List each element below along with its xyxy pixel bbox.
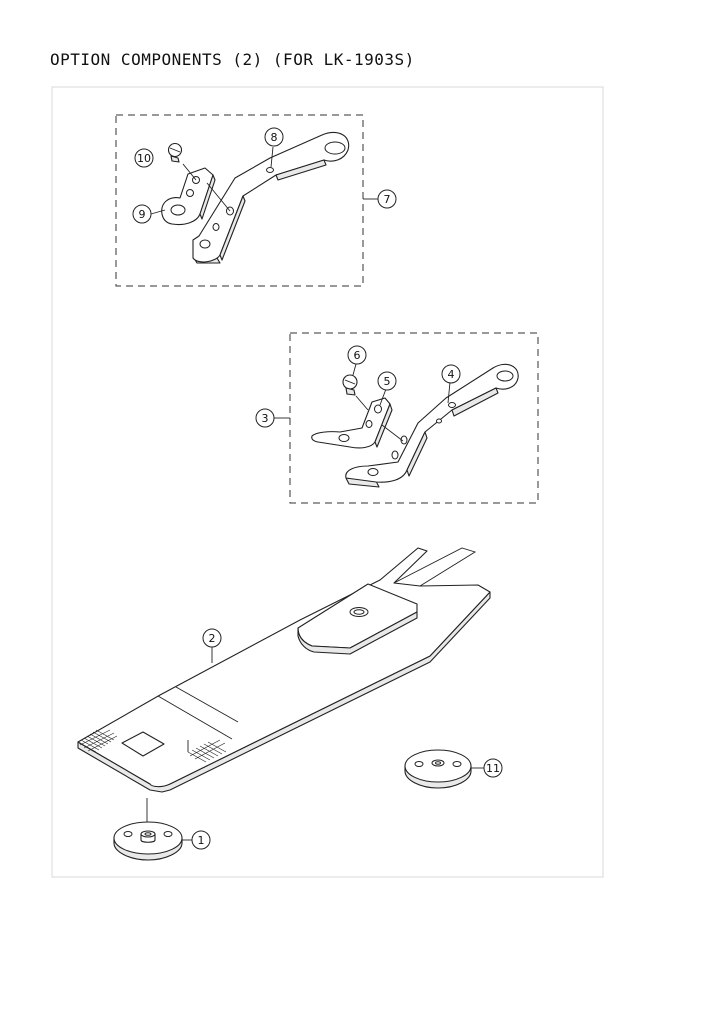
callout-10: 10 — [134, 148, 154, 168]
assembly-group-3 — [274, 332, 539, 504]
callout-3-label: 3 — [262, 412, 269, 425]
callout-9: 9 — [132, 204, 152, 224]
part-4-arm — [345, 363, 519, 488]
callout-11-label: 11 — [486, 762, 500, 775]
callout-9-label: 9 — [139, 208, 146, 221]
callout-2: 2 — [202, 628, 222, 648]
diagram-frame — [51, 86, 604, 878]
callout-4: 4 — [441, 364, 461, 384]
callout-1: 1 — [191, 830, 211, 850]
callout-3: 3 — [255, 408, 275, 428]
callout-2-label: 2 — [209, 632, 216, 645]
part-6-screw — [342, 374, 358, 396]
page-title: OPTION COMPONENTS (2) (FOR LK-1903S) — [50, 50, 415, 69]
callout-8-label: 8 — [271, 131, 278, 144]
hatch-right — [187, 739, 227, 763]
group-7-dashed-box — [115, 114, 364, 287]
hatch-left — [77, 729, 118, 753]
part-9-bracket — [161, 167, 216, 226]
part-1-disc — [113, 798, 192, 861]
callout-10-label: 10 — [137, 152, 151, 165]
part-11-disc — [404, 749, 484, 789]
callout-6: 6 — [347, 345, 367, 365]
callout-1-label: 1 — [198, 834, 205, 847]
part-10-screw — [167, 142, 183, 163]
callout-4-label: 4 — [448, 368, 455, 381]
callout-5-label: 5 — [384, 375, 391, 388]
callout-7-label: 7 — [384, 193, 391, 206]
callout-7: 7 — [377, 189, 397, 209]
group-3-dashed-box — [289, 332, 539, 504]
callout-6-label: 6 — [354, 349, 361, 362]
part-8-arm — [192, 131, 350, 264]
callout-5: 5 — [377, 371, 397, 391]
assembly-group-7 — [115, 114, 378, 287]
part-5-bracket — [311, 397, 393, 449]
callout-11: 11 — [483, 758, 503, 778]
part-2-feed-plate — [77, 547, 491, 793]
callout-8: 8 — [264, 127, 284, 147]
